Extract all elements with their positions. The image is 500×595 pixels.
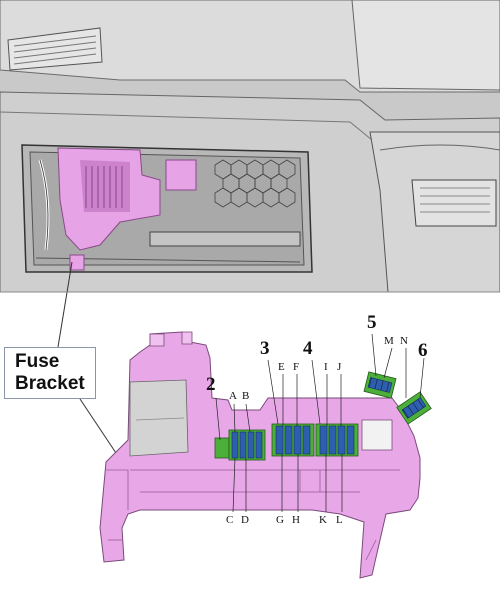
fuse-label-m: M — [384, 335, 394, 347]
center-console — [369, 131, 500, 293]
fuse-label-g: G — [276, 514, 284, 526]
fuse-label-e: E — [278, 361, 285, 373]
fuse-label-f: F — [293, 361, 300, 373]
fuse-label-b: B — [242, 390, 250, 402]
dashboard-illustration — [0, 0, 500, 348]
fuse-label-k: K — [319, 514, 327, 526]
left-air-vent — [7, 27, 103, 71]
fuse-bracket-callout: Fuse Bracket — [4, 347, 96, 399]
letter-leaders — [215, 333, 425, 513]
fuse-block-3 — [271, 423, 315, 457]
fuse-label-n: N — [400, 335, 408, 347]
fuse-label-l: L — [336, 514, 343, 526]
fuse-block-4 — [315, 423, 359, 457]
callout-line-2: Bracket — [15, 373, 85, 394]
fuse-block-6-number: 6 — [418, 340, 428, 361]
callout-line-1: Fuse — [15, 351, 60, 372]
dash-opening — [21, 144, 313, 273]
fuse-label-i: I — [324, 361, 328, 373]
fuse-label-c: C — [226, 514, 234, 526]
fuse-block-3-number: 3 — [260, 338, 270, 359]
fuse-label-d: D — [241, 514, 249, 526]
fuse-block-5-number: 5 — [367, 312, 377, 333]
fuse-block-6 — [396, 391, 432, 425]
fuse-label-h: H — [292, 514, 300, 526]
fuse-block-2 — [214, 429, 266, 461]
fuse-bracket-detail — [79, 331, 432, 579]
fuse-label-j: J — [337, 361, 342, 373]
fuse-block-4-number: 4 — [303, 338, 313, 359]
fuse-block-5 — [363, 371, 397, 399]
fuse-label-a: A — [229, 390, 237, 402]
fuse-block-2-number: 2 — [206, 374, 216, 395]
